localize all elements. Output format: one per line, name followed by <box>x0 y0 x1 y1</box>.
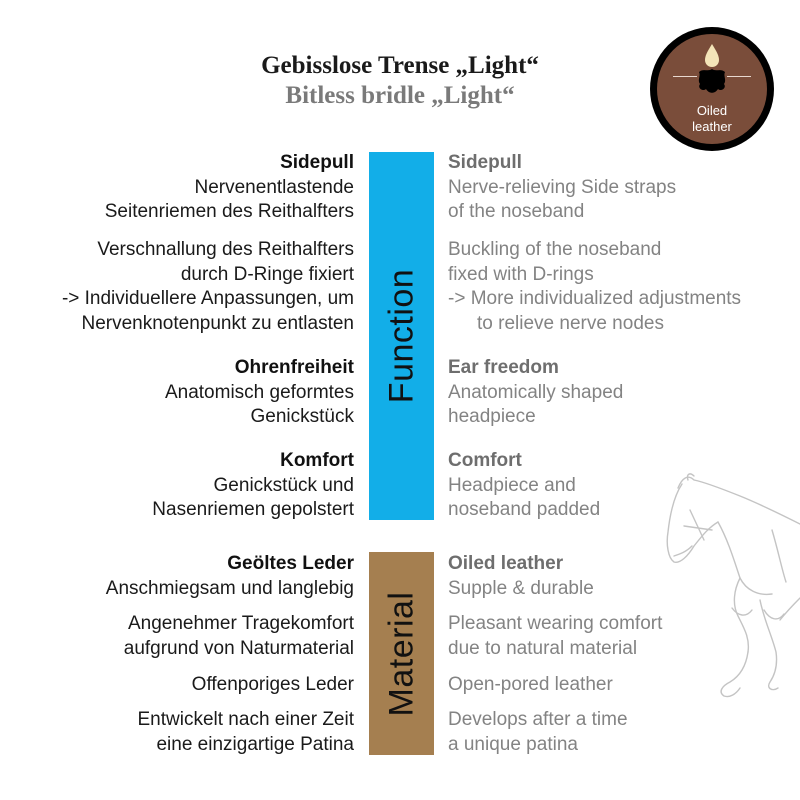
function-de-sidepull: Sidepull Nervenentlastende Seitenriemen … <box>105 151 354 225</box>
text-line: Nervenentlastende <box>194 176 355 198</box>
page-title: Gebisslose Trense „Light“ <box>261 52 539 79</box>
material-de-leather: Geöltes Leder Anschmiegsam und langlebig <box>106 552 354 601</box>
function-bar: Function <box>369 152 434 520</box>
heading: Sidepull <box>448 152 522 173</box>
function-de-ear-freedom: Ohrenfreiheit Anatomisch geformtes Genic… <box>165 356 354 430</box>
text-line: of the noseband <box>448 201 585 222</box>
text-line: fixed with D-rings <box>448 263 594 285</box>
function-en-sidepull: Sidepull Nerve-relieving Side straps of … <box>448 151 676 225</box>
material-en-wearing-comfort: Pleasant wearing comfort due to natural … <box>448 612 662 661</box>
material-de-patina: Entwickelt nach einer Zeit eine einzigar… <box>138 708 355 757</box>
text-line: to relieve nerve nodes <box>477 312 664 334</box>
text-line: Open-pored leather <box>448 674 613 695</box>
function-bar-label: Function <box>382 268 420 404</box>
heading: Comfort <box>448 450 522 471</box>
text-line: Nerve-relieving Side straps <box>448 176 677 198</box>
text-line: Pleasant wearing comfort <box>448 613 663 634</box>
function-de-buckling: Verschnallung des Reithalfters durch D-R… <box>62 238 354 336</box>
function-en-ear-freedom: Ear freedom Anatomically shaped headpiec… <box>448 356 623 430</box>
material-de-wearing-comfort: Angenehmer Tragekomfort aufgrund von Nat… <box>124 612 354 661</box>
material-en-open-pored: Open-pored leather <box>448 673 613 698</box>
text-line: Nasenriemen gepolstert <box>152 499 354 520</box>
text-line: Anatomisch geformtes <box>164 381 354 403</box>
material-de-open-pored: Offenporiges Leder <box>192 673 354 698</box>
text-line: Genickstück <box>250 406 354 427</box>
function-en-comfort: Comfort Headpiece and noseband padded <box>448 449 600 523</box>
text-line: Buckling of the noseband <box>448 239 662 260</box>
material-bar: Material <box>369 552 434 755</box>
text-line: aufgrund von Naturmaterial <box>123 637 354 659</box>
horse-sketch-icon <box>666 473 800 698</box>
text-line: a unique patina <box>448 733 578 755</box>
text-line: Anschmiegsam und langlebig <box>105 577 354 599</box>
text-line: -> More individualized adjustments <box>448 288 742 309</box>
text-line: Offenporiges Leder <box>191 674 354 695</box>
text-line: Anatomically shaped <box>448 381 624 403</box>
heading: Geöltes Leder <box>227 553 354 574</box>
text-line: Headpiece and <box>448 474 576 496</box>
material-bar-label: Material <box>382 591 420 716</box>
text-line: -> Individuellere Anpassungen, um <box>61 288 354 309</box>
badge-text-line1: Oiled <box>696 103 728 118</box>
text-line: Genickstück und <box>213 474 354 496</box>
text-line: eine einzigartige Patina <box>156 733 354 755</box>
text-line: Seitenriemen des Reithalfters <box>104 201 354 222</box>
heading: Komfort <box>280 450 354 471</box>
material-en-leather: Oiled leather Supple & durable <box>448 552 594 601</box>
text-line: headpiece <box>448 406 536 427</box>
text-line: noseband padded <box>448 499 601 520</box>
oiled-leather-badge: Oiled leather <box>650 27 774 151</box>
heading: Ohrenfreiheit <box>234 357 354 378</box>
text-line: Supple & durable <box>448 577 594 599</box>
function-de-comfort: Komfort Genickstück und Nasenriemen gepo… <box>152 449 354 523</box>
heading: Ear freedom <box>448 357 559 378</box>
text-line: Nervenknotenpunkt zu entlasten <box>81 312 354 334</box>
function-en-buckling: Buckling of the noseband fixed with D-ri… <box>448 238 741 336</box>
oiled-leather-icon <box>698 44 726 93</box>
badge-text-line2: leather <box>692 119 732 134</box>
text-line: Entwickelt nach einer Zeit <box>137 709 355 730</box>
page-subtitle: Bitless bridle „Light“ <box>285 82 515 109</box>
text-line: due to natural material <box>448 637 638 659</box>
text-line: Verschnallung des Reithalfters <box>97 239 354 260</box>
heading: Oiled leather <box>448 553 564 574</box>
text-line: durch D-Ringe fixiert <box>180 263 354 285</box>
heading: Sidepull <box>280 152 354 173</box>
text-line: Angenehmer Tragekomfort <box>127 613 354 634</box>
material-en-patina: Develops after a time a unique patina <box>448 708 628 757</box>
text-line: Develops after a time <box>448 709 628 730</box>
